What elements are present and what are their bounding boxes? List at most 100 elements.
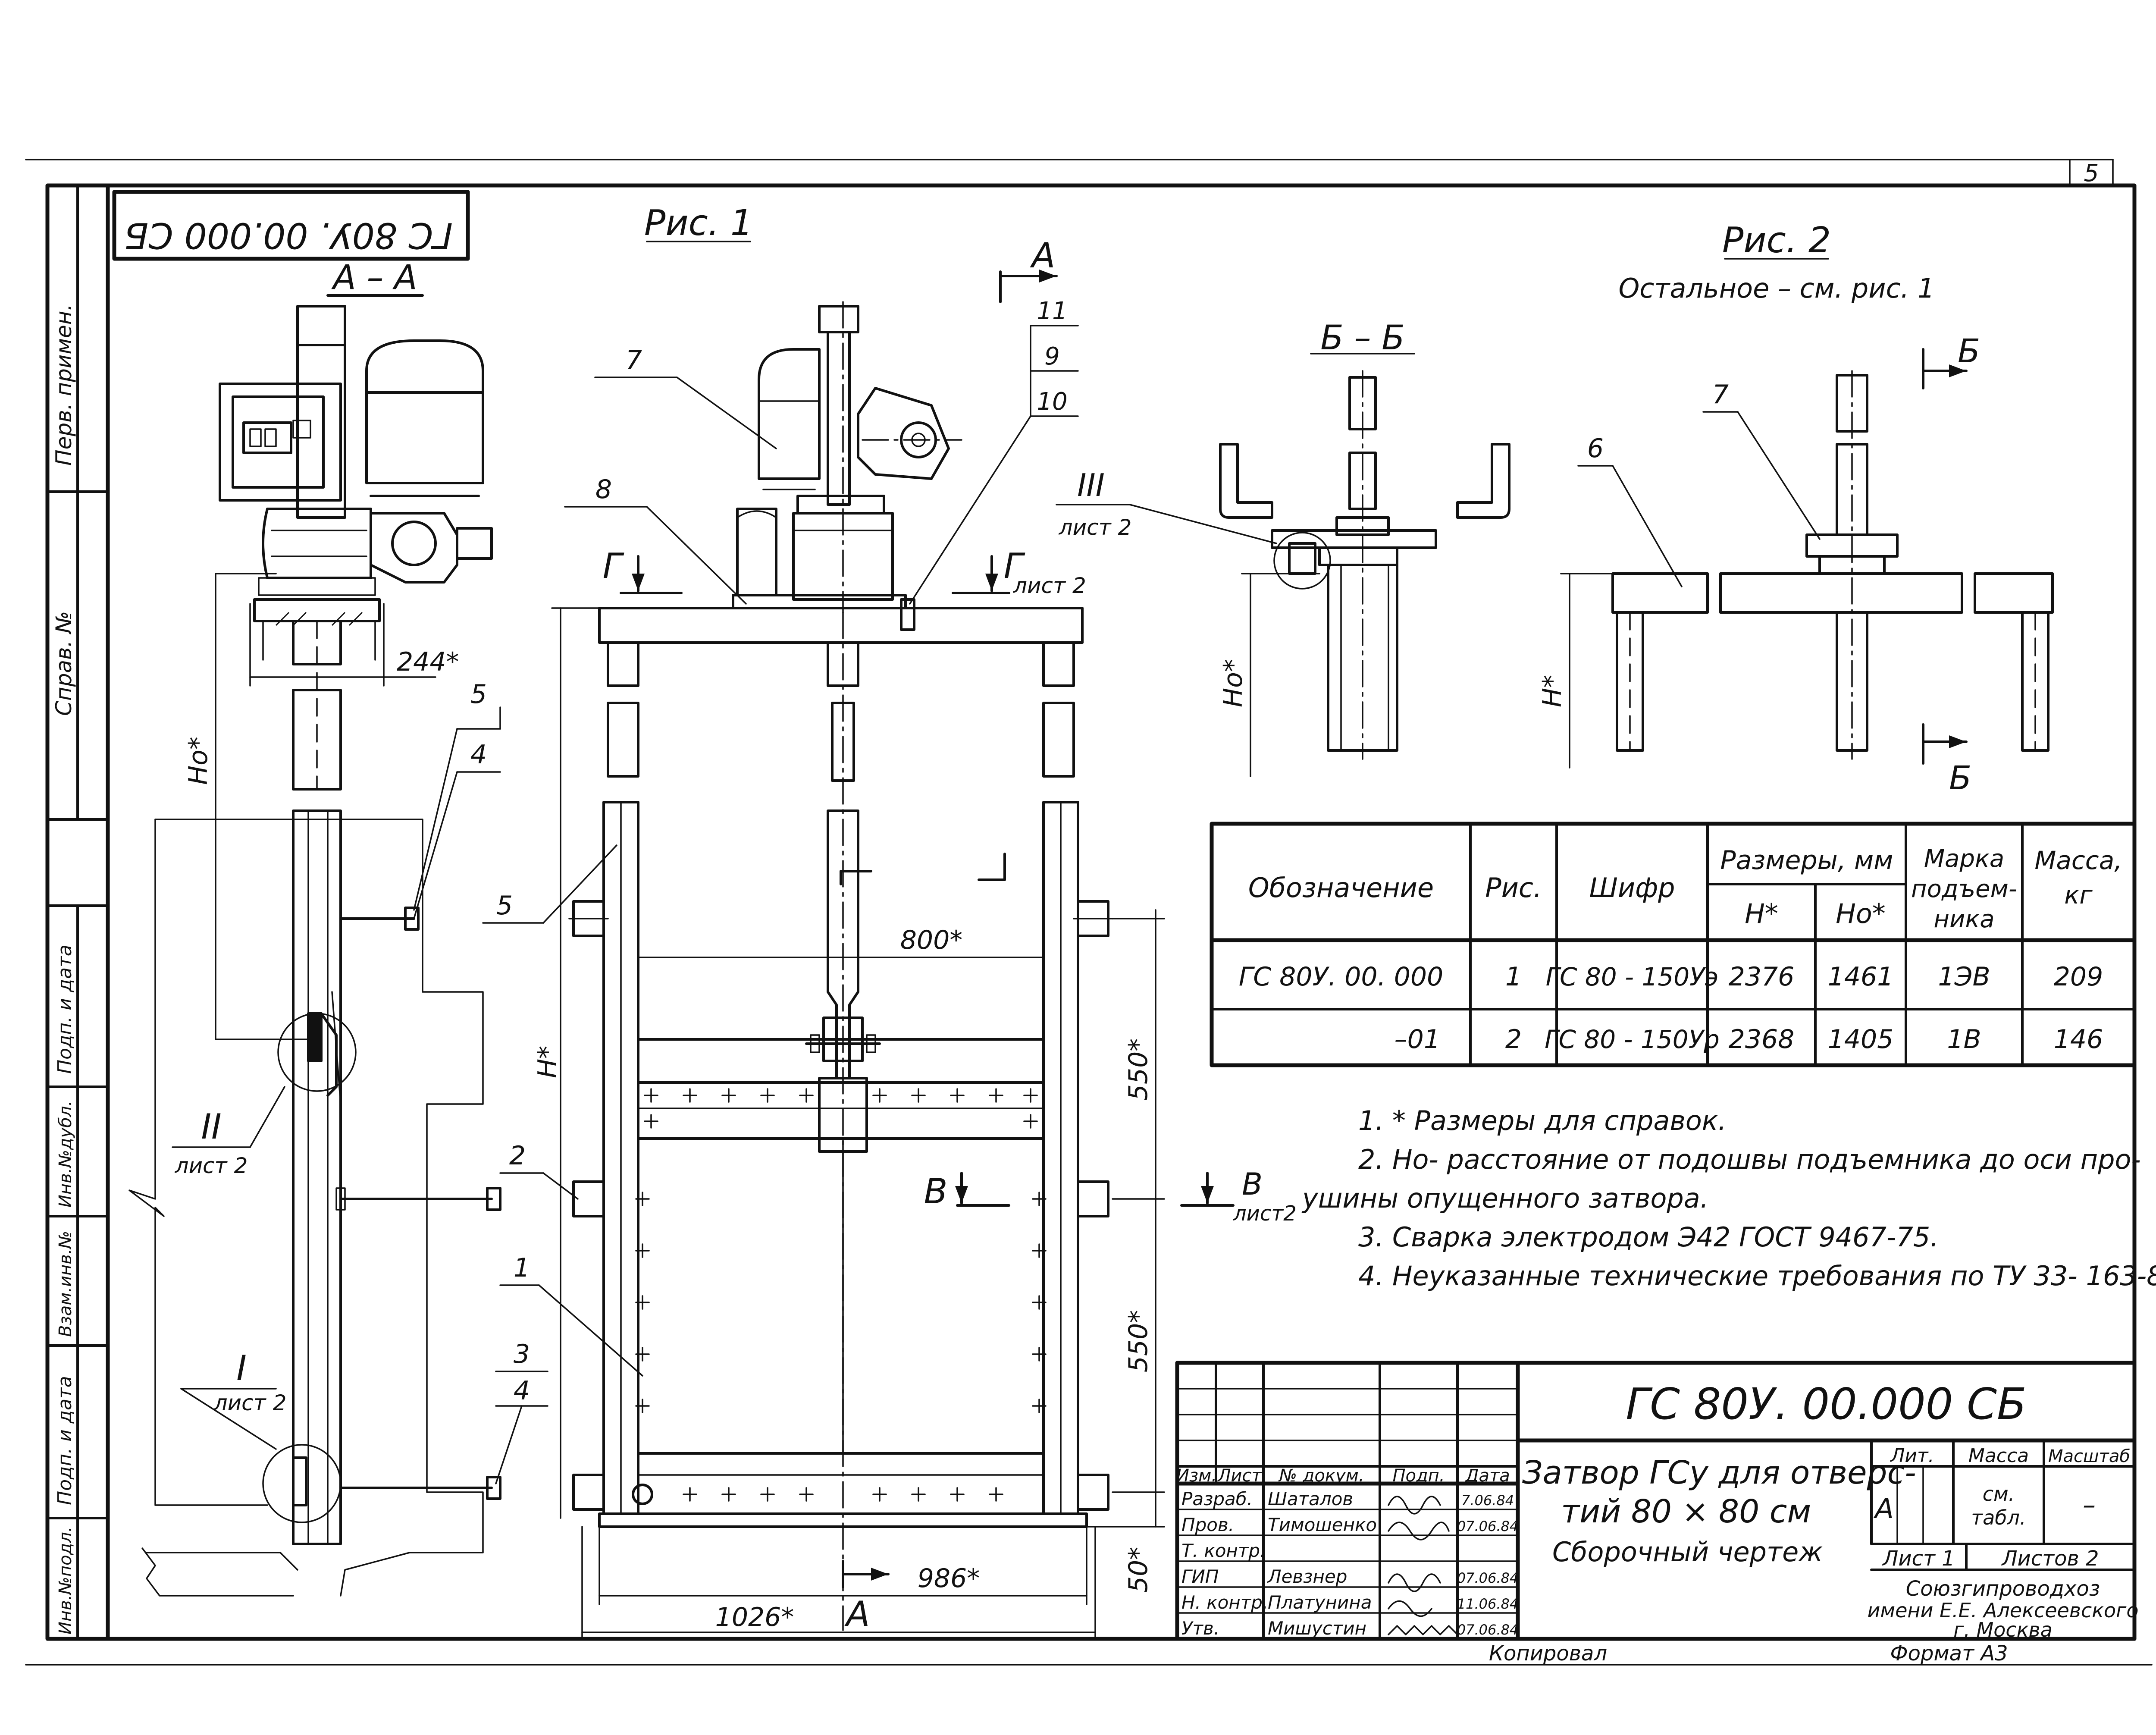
tb-col-podp: Подп. xyxy=(1392,1466,1445,1486)
footer-copied: Копировал xyxy=(1489,1641,1607,1666)
tb-date-3: 07.06.84 xyxy=(1457,1570,1519,1586)
th-hoist-1: Марка xyxy=(1924,845,2004,873)
row2-code: ГС 80 - 150Ур xyxy=(1545,1025,1720,1054)
tb-role-0: Разраб. xyxy=(1181,1488,1253,1509)
dim-986: 986* xyxy=(918,1563,980,1594)
row1-ho: 1461 xyxy=(1828,962,1894,992)
note-2: 2. Hо- расстояние от подошвы подъемника … xyxy=(1358,1144,2141,1175)
section-b-top: Б xyxy=(1958,332,1980,370)
tb-mass-value-1: см. xyxy=(1983,1482,2015,1506)
tb-name-4: Платунина xyxy=(1268,1592,1372,1613)
spec-table: Обозначение Рис. Шифр Размеры, мм H* Hо*… xyxy=(1210,822,2137,1067)
th-mass-2: кг xyxy=(2064,880,2093,910)
section-v-mid: В xyxy=(924,1171,948,1211)
dim-550-lower: 550* xyxy=(1123,1310,1153,1373)
section-v-right: В xyxy=(1242,1167,1263,1202)
fig1-section-aa: А – А 244* xyxy=(128,258,548,1597)
callout-2: 2 xyxy=(509,1141,526,1171)
row1-h: 2376 xyxy=(1729,962,1795,992)
tb-col-ndoc: № докум. xyxy=(1278,1466,1364,1486)
tb-name-line1: Затвор ГСу для отверс- xyxy=(1522,1454,1916,1491)
view-iii-sheet: лист 2 xyxy=(1059,515,1132,540)
strip-label-inv-dubl: Инв.№дубл. xyxy=(56,1101,75,1208)
tb-name-line2: тий 80 × 80 см xyxy=(1561,1493,1811,1530)
section-aa-label: А – А xyxy=(331,258,417,297)
th-designation: Обозначение xyxy=(1248,872,1434,904)
callout-3: 3 xyxy=(514,1339,530,1369)
strip-label-vzam-inv: Взам.инв.№ xyxy=(56,1231,75,1337)
fig2-callout-6: 6 xyxy=(1587,433,1604,464)
tb-name-3: Левзнер xyxy=(1267,1566,1347,1587)
section-a-top: А xyxy=(1030,235,1056,276)
callout-4-bottom: 4 xyxy=(514,1376,530,1406)
strip-label-inv-podl: Инв.№подл. xyxy=(56,1526,75,1635)
tb-mass-value-2: табл. xyxy=(1971,1506,2026,1529)
section-bb-label: Б – Б xyxy=(1320,319,1405,358)
view-iii-label: III xyxy=(1077,467,1105,503)
tb-col-data: Дата xyxy=(1464,1466,1510,1486)
fig2-title: Рис. 2 xyxy=(1722,220,1831,261)
strip-label-perv-primen: Перв. примен. xyxy=(51,304,76,466)
tb-role-5: Утв. xyxy=(1181,1618,1219,1639)
row2-ho: 1405 xyxy=(1828,1024,1894,1054)
th-h: H* xyxy=(1745,898,1778,929)
callout-10: 10 xyxy=(1037,388,1067,416)
tb-sheets: Листов 2 xyxy=(2001,1547,2099,1571)
tb-name-5: Мишустин xyxy=(1268,1618,1366,1639)
tb-lit-label: Лит. xyxy=(1890,1445,1934,1467)
tb-scale-value: – xyxy=(2083,1490,2096,1520)
fig2: Рис. 2 Остальное – см. рис. 1 Б – Б III … xyxy=(1056,220,2054,797)
callout-8: 8 xyxy=(595,474,612,505)
tb-sheet: Лист 1 xyxy=(1882,1547,1955,1571)
section-a-bottom: А xyxy=(844,1594,870,1634)
tb-role-1: Пров. xyxy=(1181,1514,1234,1535)
section-g-right: Г xyxy=(1004,546,1025,586)
dim-244: 244* xyxy=(397,647,459,677)
fig1-title: Рис. 1 xyxy=(644,203,753,244)
sheet-number: 5 xyxy=(2084,159,2099,187)
strip-label-sprav-no: Справ. № xyxy=(51,611,76,716)
tb-doc-code: ГС 80У. 00.000 СБ xyxy=(1626,1379,2026,1429)
th-ho: Hо* xyxy=(1836,898,1886,929)
th-code: Шифр xyxy=(1589,872,1675,904)
tb-role-3: ГИП xyxy=(1181,1566,1219,1587)
tb-date-4: 11.06.84 xyxy=(1457,1596,1519,1612)
view-i-sheet: лист 2 xyxy=(213,1390,287,1415)
row2-mass: 146 xyxy=(2054,1024,2103,1054)
notes: 1. * Размеры для справок. 2. Hо- расстоя… xyxy=(1301,1105,2156,1292)
signature-marks xyxy=(1388,1496,1458,1635)
strip-label-podp-data-2: Подп. и дата xyxy=(54,1376,76,1505)
tb-col-izm: Изм. xyxy=(1176,1466,1217,1486)
strip-label-podp-data-1: Подп. и дата xyxy=(54,944,76,1074)
dim-800: 800* xyxy=(900,925,963,955)
gate-rivets xyxy=(635,1088,1047,1502)
row2-designation: –01 xyxy=(1395,1024,1440,1054)
tb-org-1: Союзгипроводхоз xyxy=(1906,1577,2100,1601)
tb-name-0: Шаталов xyxy=(1268,1488,1353,1509)
row1-mass: 209 xyxy=(2054,962,2103,992)
row1-hoist: 1ЭВ xyxy=(1938,962,1990,992)
tb-org-3: г. Москва xyxy=(1953,1618,2053,1641)
tb-role-2: Т. контр. xyxy=(1181,1540,1266,1561)
dim-ho-left: Hо* xyxy=(183,737,213,785)
tb-scale-label: Масштаб xyxy=(2048,1446,2130,1466)
row1-code: ГС 80 - 150Уэ xyxy=(1546,962,1719,991)
section-b-bottom: Б xyxy=(1949,759,1971,797)
dim-50: 50* xyxy=(1123,1547,1153,1593)
callout-7: 7 xyxy=(626,345,642,375)
tb-date-5: 07.06.84 xyxy=(1457,1622,1519,1638)
callout-5-front: 5 xyxy=(496,891,513,921)
view-i-label: I xyxy=(236,1348,247,1388)
dim-1026: 1026* xyxy=(715,1602,794,1632)
footer-format: Формат А3 xyxy=(1890,1641,2008,1666)
stamp-box: ГС 80У. 00.000 СБ xyxy=(112,190,470,261)
tb-col-list: Лист xyxy=(1217,1466,1262,1486)
tb-date-1: 07.06.84 xyxy=(1457,1518,1519,1534)
row2-fig: 2 xyxy=(1505,1024,1522,1054)
th-mass-1: Масса, xyxy=(2034,846,2122,875)
fig1-front-view: Рис. 1 А 11 9 10 7 8 Г Г лист 2 xyxy=(482,203,1297,1640)
section-g-sheet: лист 2 xyxy=(1013,573,1086,598)
th-sizes: Размеры, мм xyxy=(1720,845,1893,875)
row2-h: 2368 xyxy=(1729,1024,1795,1054)
